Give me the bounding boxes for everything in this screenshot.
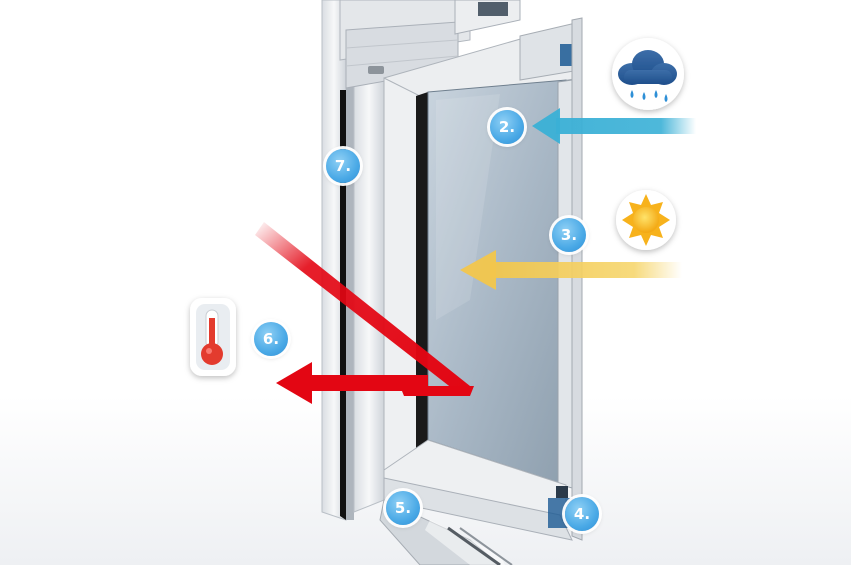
rain-cloud-icon <box>612 38 684 110</box>
heat-ray <box>255 222 470 396</box>
sash-left-profile <box>383 77 421 481</box>
sun-arrow <box>460 250 682 290</box>
badge-3: 3. <box>552 218 586 252</box>
sun-icon <box>616 190 676 250</box>
window-profile <box>321 0 583 565</box>
glass-edge <box>557 79 573 489</box>
frame-seal <box>340 90 346 520</box>
badge-2: 2. <box>490 110 524 144</box>
inner-frame-stile <box>353 77 385 513</box>
thermometer-icon <box>190 298 236 376</box>
rain-arrow <box>532 108 696 144</box>
badge-6: 6. <box>254 322 288 356</box>
badge-5: 5. <box>386 491 420 525</box>
heat-arrow <box>276 362 428 404</box>
badge-4: 4. <box>565 497 599 531</box>
badge-7: 7. <box>326 149 360 183</box>
